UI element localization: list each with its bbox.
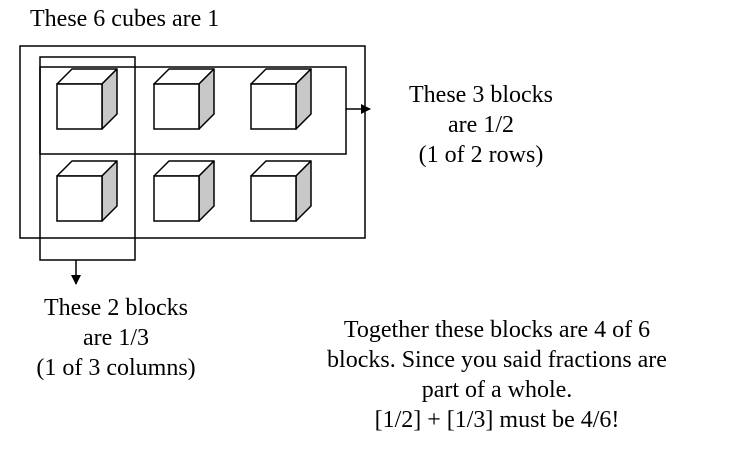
whole-label: These 6 cubes are 1 <box>30 6 220 32</box>
half-label-line-3: (1 of 2 rows) <box>418 142 544 168</box>
cube-icon <box>250 68 312 130</box>
cube-front-face <box>250 175 297 222</box>
cube-icon <box>153 68 215 130</box>
cube-grid <box>56 68 312 222</box>
half-label-line-1: These 3 blocks <box>409 82 553 108</box>
third-column-outline <box>39 56 136 261</box>
conclusion-line-2: blocks. Since you said fractions are <box>327 347 667 373</box>
conclusion-line-4: [1/2] + [1/3] must be 4/6! <box>374 407 620 433</box>
third-label-line-2: are 1/3 <box>83 325 149 351</box>
half-label-line-2: are 1/2 <box>448 112 514 138</box>
cube-icon <box>56 160 118 222</box>
cube-front-face <box>56 175 103 222</box>
third-label-line-3: (1 of 3 columns) <box>36 355 196 381</box>
cube-front-face <box>56 83 103 130</box>
conclusion-line-3: part of a whole. <box>421 377 573 403</box>
third-label-line-1: These 2 blocks <box>44 295 188 321</box>
conclusion-line-1: Together these blocks are 4 of 6 <box>343 317 651 343</box>
cube-icon <box>153 160 215 222</box>
cube-front-face <box>250 83 297 130</box>
whole-outline <box>19 45 366 239</box>
cube-front-face <box>153 175 200 222</box>
conclusion-text: Together these blocks are 4 of 6 blocks.… <box>262 315 731 435</box>
third-label: These 2 blocks are 1/3 (1 of 3 columns) <box>0 293 232 383</box>
cube-front-face <box>153 83 200 130</box>
half-label: These 3 blocks are 1/2 (1 of 2 rows) <box>381 80 581 170</box>
cube-icon <box>250 160 312 222</box>
cube-icon <box>56 68 118 130</box>
